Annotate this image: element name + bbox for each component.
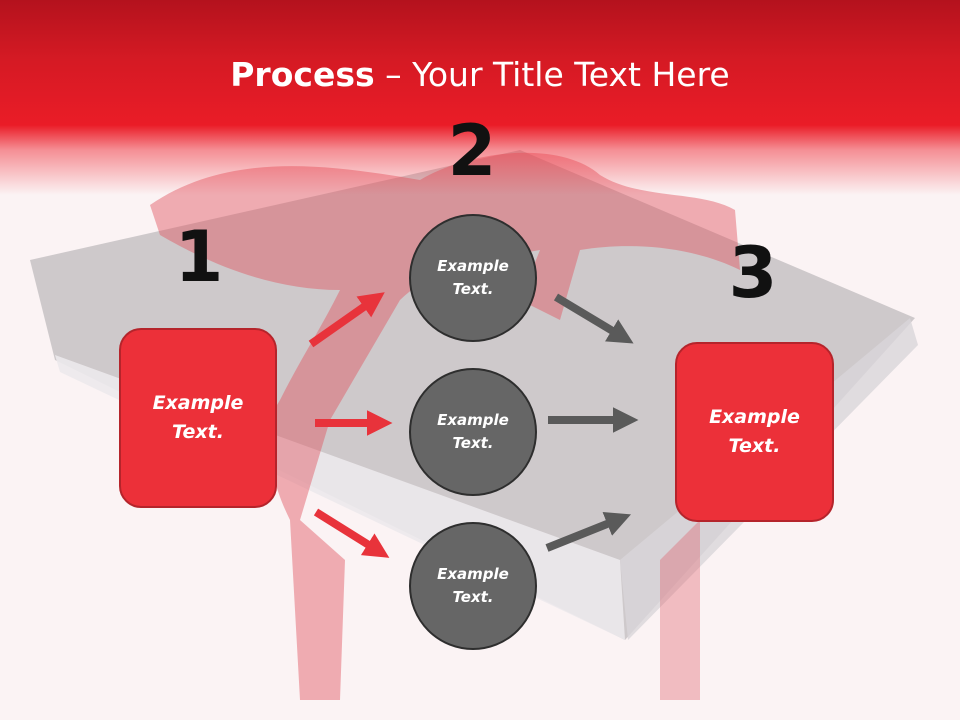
left-box-line2: Text. [172, 421, 224, 443]
slide-title: Process – Your Title Text Here [0, 54, 960, 96]
circle-top-line2: Text. [452, 280, 494, 298]
circle-top-line1: Example [437, 257, 509, 275]
arrow-gray-up [545, 512, 632, 552]
title-separator: – [374, 55, 413, 94]
header-band [0, 0, 960, 200]
arrow-gray-down [553, 293, 634, 344]
step-number-2: 2 [447, 110, 497, 192]
arrow-red-up [308, 292, 385, 348]
circle-bottom-line1: Example [437, 565, 509, 583]
arrow-red-down [313, 508, 390, 558]
circle-middle-line1: Example [437, 411, 509, 429]
step-number-3: 3 [728, 232, 778, 314]
circle-middle-line2: Text. [452, 434, 494, 452]
right-box-line2: Text. [728, 435, 781, 457]
circle-bottom-line2: Text. [452, 588, 494, 606]
ribbon-shape [150, 152, 740, 701]
ribbon-tail-shape [660, 520, 700, 700]
title-rest: Your Title Text Here [412, 55, 730, 94]
right-box-line1: Example [709, 406, 800, 428]
step-number-1: 1 [174, 216, 224, 298]
title-bold: Process [230, 55, 375, 94]
left-box-line1: Example [152, 392, 244, 414]
